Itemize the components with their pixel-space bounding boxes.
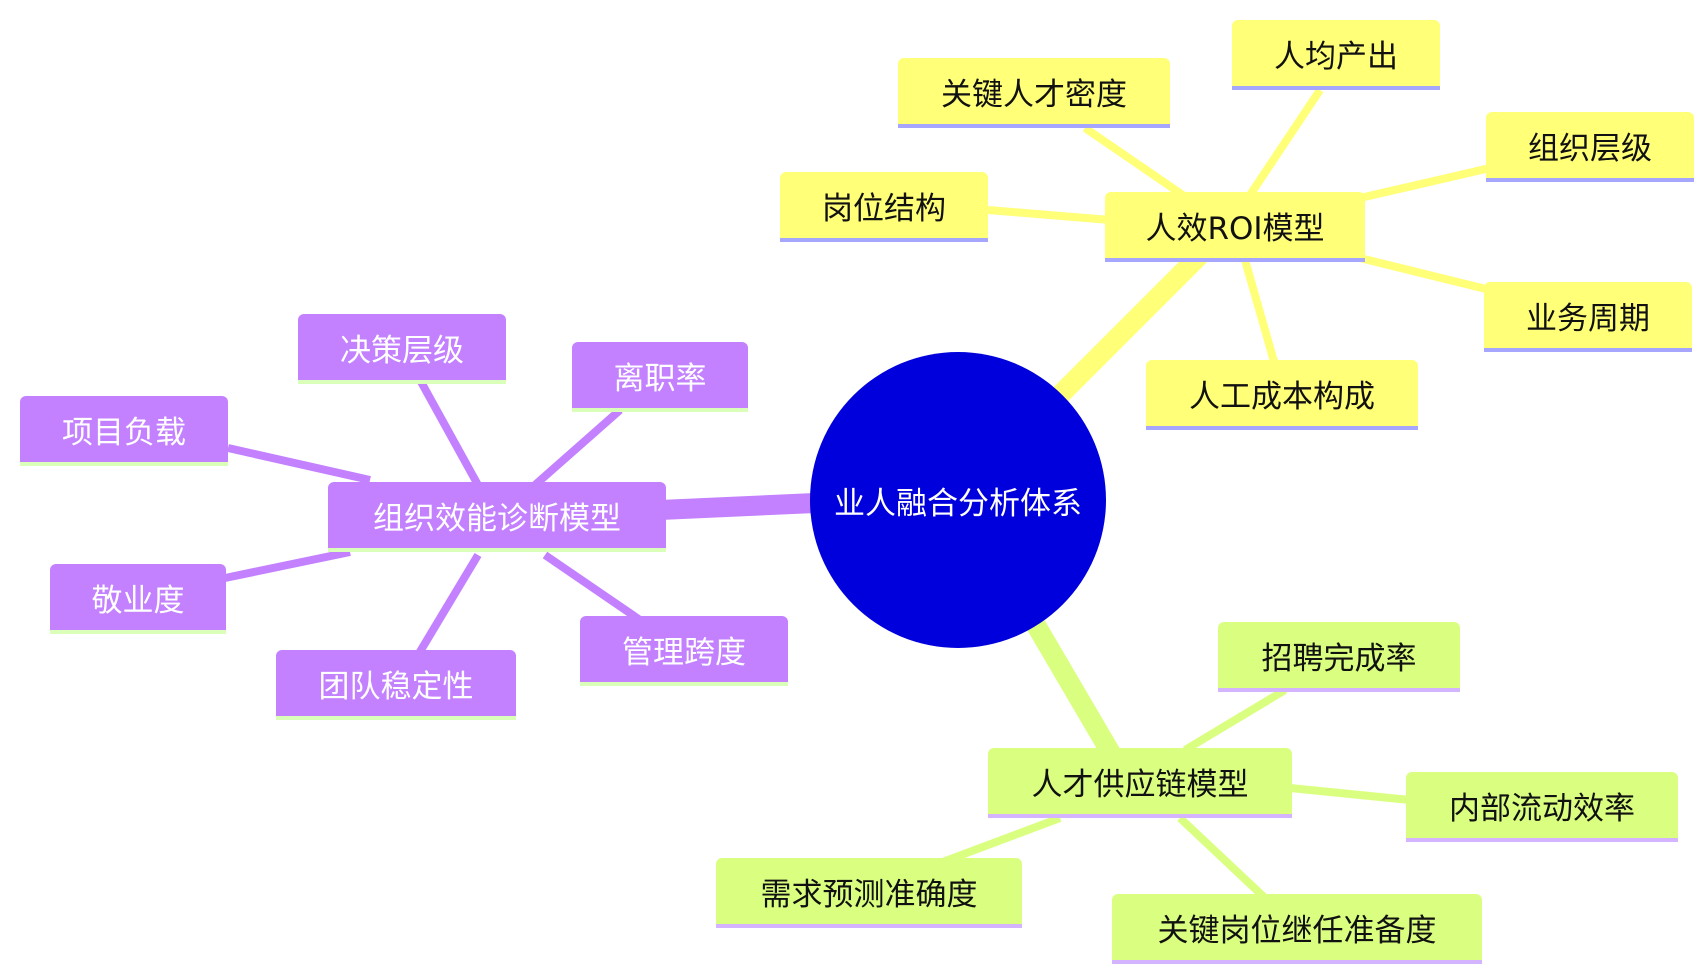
link-roi-cycle — [1359, 254, 1491, 294]
link-roi-output — [1246, 87, 1324, 198]
node-job-structure[interactable]: 岗位结构 — [780, 172, 988, 242]
branch-supply-model[interactable]: 人才供应链模型 — [988, 748, 1292, 818]
link-org-span — [542, 551, 643, 624]
branch-supply-label: 人才供应链模型 — [1031, 766, 1249, 803]
node-labor-cost[interactable]: 人工成本构成 — [1146, 360, 1418, 430]
node-label: 项目负载 — [62, 414, 186, 451]
node-business-cycle[interactable]: 业务周期 — [1484, 282, 1692, 352]
node-forecast-accuracy[interactable]: 需求预测准确度 — [716, 858, 1022, 928]
link-root-roi — [1050, 245, 1210, 405]
node-label: 管理跨度 — [622, 634, 746, 671]
node-label: 岗位结构 — [822, 190, 946, 227]
link-roi-cost — [1241, 258, 1279, 367]
node-label: 离职率 — [613, 360, 707, 397]
node-internal-mobility[interactable]: 内部流动效率 — [1406, 772, 1678, 842]
node-org-level[interactable]: 组织层级 — [1486, 112, 1694, 182]
link-org-engagement — [224, 548, 351, 582]
node-label: 招聘完成率 — [1261, 640, 1417, 677]
link-org-turnover — [532, 407, 623, 488]
node-label: 人工成本构成 — [1189, 378, 1375, 415]
node-label: 内部流动效率 — [1449, 790, 1635, 827]
node-label: 人均产出 — [1274, 38, 1398, 75]
node-management-span[interactable]: 管理跨度 — [580, 616, 788, 686]
node-label: 需求预测准确度 — [760, 876, 978, 913]
branch-roi-label: 人效ROI模型 — [1145, 210, 1325, 247]
node-key-talent-density[interactable]: 关键人才密度 — [898, 58, 1170, 128]
node-team-stability[interactable]: 团队稳定性 — [276, 650, 516, 720]
node-label: 决策层级 — [340, 332, 464, 369]
node-output-per-capita[interactable]: 人均产出 — [1232, 20, 1440, 90]
node-engagement[interactable]: 敬业度 — [50, 564, 226, 634]
node-turnover-rate[interactable]: 离职率 — [572, 342, 748, 412]
link-supply-succession — [1177, 815, 1268, 901]
link-supply-recruit — [1182, 686, 1288, 754]
link-org-project — [227, 444, 371, 484]
node-project-load[interactable]: 项目负载 — [20, 396, 228, 466]
branch-roi-model[interactable]: 人效ROI模型 — [1105, 192, 1365, 262]
node-label: 关键人才密度 — [941, 76, 1127, 113]
node-label: 敬业度 — [91, 582, 185, 619]
node-decision-level[interactable]: 决策层级 — [298, 314, 506, 384]
link-root-org — [650, 493, 825, 520]
branch-org-model[interactable]: 组织效能诊断模型 — [328, 482, 666, 552]
link-supply-forecast — [938, 814, 1062, 867]
node-label: 团队稳定性 — [318, 668, 474, 705]
node-label: 关键岗位继任准备度 — [1157, 912, 1437, 949]
link-roi-level — [1359, 164, 1491, 202]
link-org-stability — [411, 552, 482, 663]
branch-org-label: 组织效能诊断模型 — [373, 500, 621, 537]
link-supply-mobility — [1289, 784, 1411, 804]
node-label: 组织层级 — [1528, 130, 1652, 167]
node-label: 业务周期 — [1526, 300, 1650, 337]
link-roi-key-talent — [1082, 124, 1193, 204]
node-recruit-completion[interactable]: 招聘完成率 — [1218, 622, 1460, 692]
node-succession-readiness[interactable]: 关键岗位继任准备度 — [1112, 894, 1482, 964]
link-roi-job — [987, 206, 1111, 224]
root-node[interactable]: 业人融合分析体系 — [810, 352, 1106, 648]
link-root-supply — [1020, 605, 1125, 770]
root-label: 业人融合分析体系 — [834, 485, 1082, 522]
link-org-decision — [416, 378, 482, 487]
